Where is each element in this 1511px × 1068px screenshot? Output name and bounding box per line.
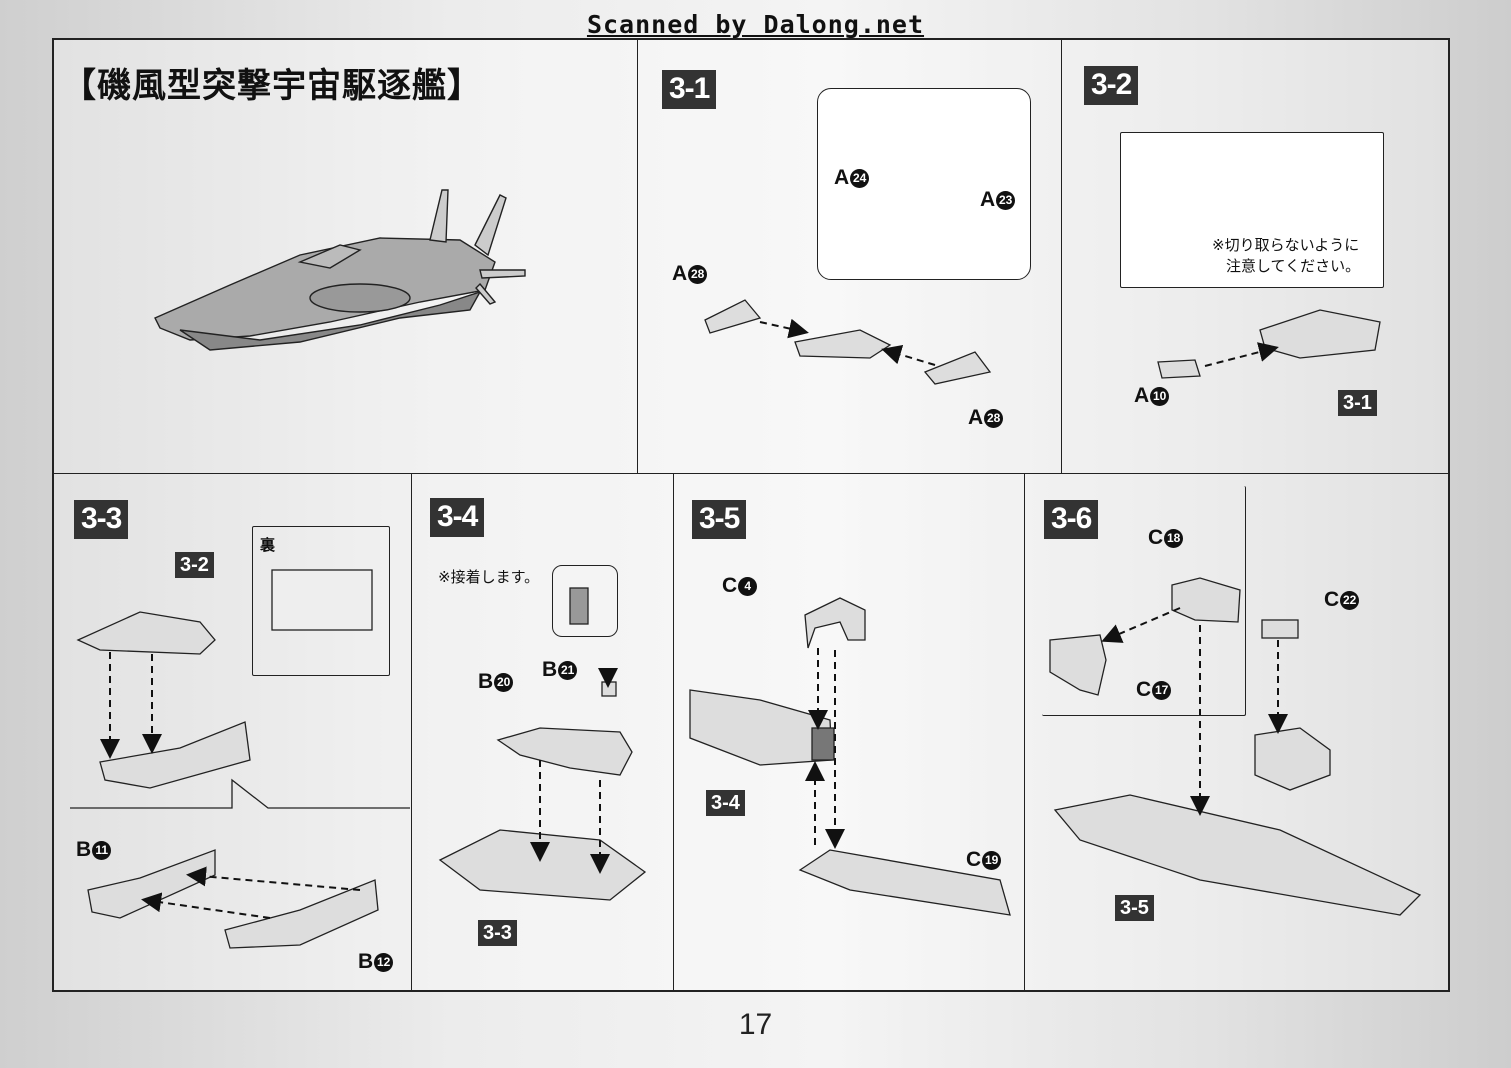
step-3-3-parts [76, 569, 379, 949]
step-3-4-glue-note: ※接着します。 [438, 568, 540, 586]
step-3-2-detail-bubble [1120, 132, 1384, 288]
step-3-2-note-line2: 注意してください。 [1226, 257, 1361, 275]
step-3-3-back-view [252, 526, 390, 676]
step-3-5-parts [689, 597, 1011, 916]
page-number: 17 [738, 1008, 773, 1041]
step-3-6-detail-bubble [1042, 486, 1246, 716]
destroyer-illustration [154, 189, 526, 351]
step-3-1-badge: 3-1 [662, 70, 717, 109]
step-3-6-badge: 3-6 [1044, 500, 1099, 539]
step-3-3-arrows [100, 652, 361, 919]
scan-watermark: Scanned by Dalong.net [586, 10, 925, 39]
step-3-3-back-label: 裏 [260, 536, 276, 554]
step-3-4-arrows [530, 668, 618, 874]
step-3-5-arrows [805, 648, 845, 849]
ref-3-2-badge: 3-2 [175, 552, 214, 578]
step-3-6-arrows [1101, 607, 1288, 816]
ref-3-4-badge: 3-4 [706, 790, 745, 816]
ref-3-1-badge: 3-1 [1338, 390, 1377, 416]
step-3-5-badge: 3-5 [692, 500, 747, 539]
ref-3-3-badge: 3-3 [478, 920, 517, 946]
step-3-4-parts [438, 587, 647, 901]
step-3-3-badge: 3-3 [74, 500, 129, 539]
ref-3-5-badge: 3-5 [1115, 895, 1154, 921]
step-3-2-note-line1: ※切り取らないように [1212, 236, 1360, 254]
step-3-4-badge: 3-4 [430, 498, 485, 537]
step-3-1-arrows [759, 152, 965, 366]
step-3-3-divider [70, 778, 410, 809]
step-3-4-glue-bubble [552, 565, 618, 637]
step-3-6-parts [1049, 577, 1422, 916]
kit-title: 【磯風型突撃宇宙駆逐艦】 [62, 66, 482, 106]
step-3-2-badge: 3-2 [1084, 66, 1139, 105]
step-3-6-panel [1024, 473, 1450, 992]
